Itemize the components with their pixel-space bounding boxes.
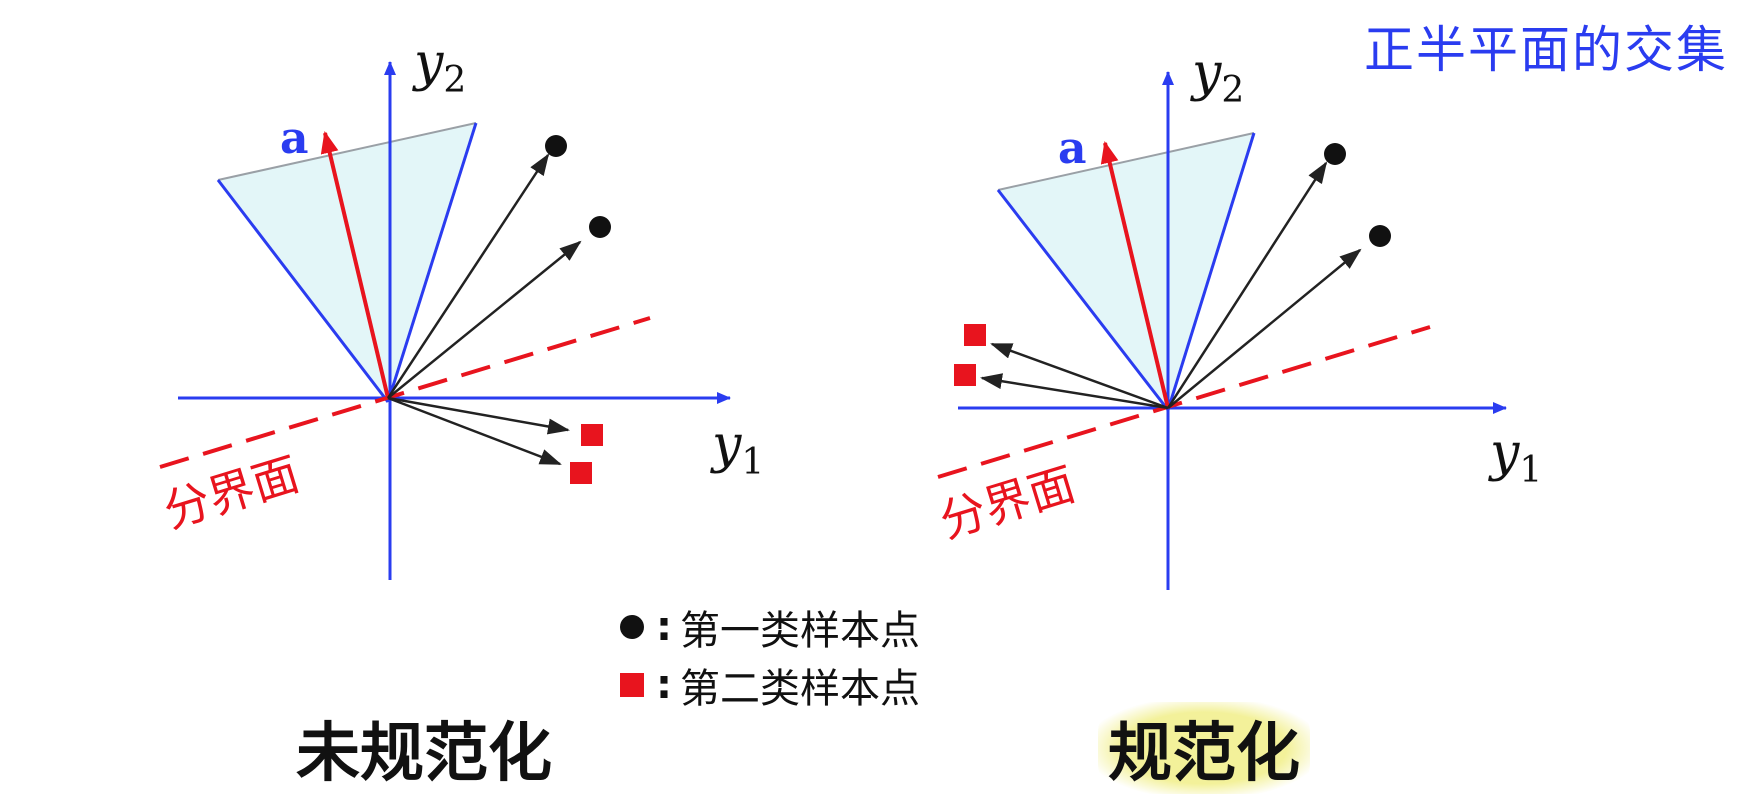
axis-y2-label: y2 xyxy=(1190,43,1244,111)
sample-arrow-class2-negated xyxy=(980,373,1169,410)
sample-arrow-class1 xyxy=(1167,248,1362,409)
legend-class2-label: 第二类样本点 xyxy=(680,666,920,712)
legend-separator: : xyxy=(656,662,672,708)
vector-a-label: a xyxy=(280,113,309,164)
caption-normalized: 规范化 xyxy=(1098,702,1310,794)
class1-marker-icon xyxy=(620,615,644,639)
cone-left-edge xyxy=(996,189,1170,411)
weight-vector-a xyxy=(320,131,390,399)
solution-region-cone xyxy=(998,133,1254,410)
axis-y1-label: y1 xyxy=(1488,423,1542,491)
slide-title: 正半平面的交集 xyxy=(1364,21,1728,79)
class2-sample-point xyxy=(964,324,986,346)
panel-unnormalized: a y2 y1 分界面 xyxy=(157,33,764,580)
panel-normalized: a y2 y1 分界面 xyxy=(933,43,1542,590)
cone-right-edge xyxy=(1166,132,1256,411)
cone-top-edge xyxy=(217,122,477,181)
sample-arrow-class1 xyxy=(1166,161,1328,409)
cone-top-edge xyxy=(997,132,1255,191)
legend-separator: : xyxy=(656,604,672,650)
legend-class2: : 第二类样本点 xyxy=(620,656,920,714)
sample-arrow-class1 xyxy=(386,153,550,399)
cone-left-edge xyxy=(216,179,390,403)
sample-arrow-class1 xyxy=(387,240,582,399)
sample-arrow-class2 xyxy=(387,396,562,466)
sample-arrow-class2-negated xyxy=(990,342,1169,410)
legend-class1: : 第一类样本点 xyxy=(620,598,920,656)
class1-sample-point xyxy=(1324,143,1346,165)
class1-sample-point xyxy=(545,135,567,157)
class2-sample-point xyxy=(570,462,592,484)
weight-vector-a xyxy=(1100,141,1170,409)
axis-y2-label: y2 xyxy=(412,33,466,101)
decision-boundary xyxy=(937,325,1431,479)
class2-sample-point xyxy=(954,364,976,386)
decision-boundary xyxy=(159,316,651,469)
class2-marker-icon xyxy=(620,673,644,697)
solution-region-cone xyxy=(218,123,476,402)
cone-right-edge xyxy=(386,122,478,403)
legend-class1-label: 第一类样本点 xyxy=(680,608,920,654)
vector-a-label: a xyxy=(1058,123,1087,174)
axis-y1-label: y1 xyxy=(710,415,764,483)
sample-arrow-class2 xyxy=(387,396,570,435)
class1-sample-point xyxy=(1369,225,1391,247)
class1-sample-point xyxy=(589,216,611,238)
caption-unnormalized: 未规范化 xyxy=(296,717,552,791)
class2-sample-point xyxy=(581,424,603,446)
